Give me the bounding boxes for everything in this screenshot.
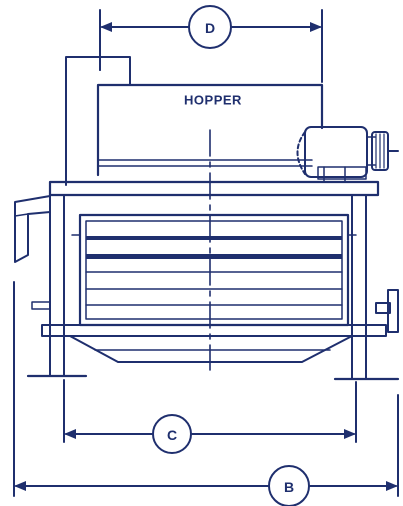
dimension-b-label: B	[284, 479, 294, 495]
dimension-c-label: C	[167, 427, 177, 443]
lower-assembly	[31, 289, 399, 363]
dimension-b: B	[13, 281, 399, 506]
dimension-d-label: D	[205, 20, 215, 36]
hopper: HOPPER	[96, 83, 324, 177]
screen-drum	[71, 213, 357, 327]
main-frame	[26, 180, 400, 381]
hopper-label: HOPPER	[184, 93, 242, 108]
dimension-c: C	[63, 379, 357, 454]
feed-chute	[65, 56, 131, 186]
motor	[296, 126, 399, 183]
discharge-chute	[14, 195, 51, 263]
dimension-d: D	[99, 5, 323, 83]
